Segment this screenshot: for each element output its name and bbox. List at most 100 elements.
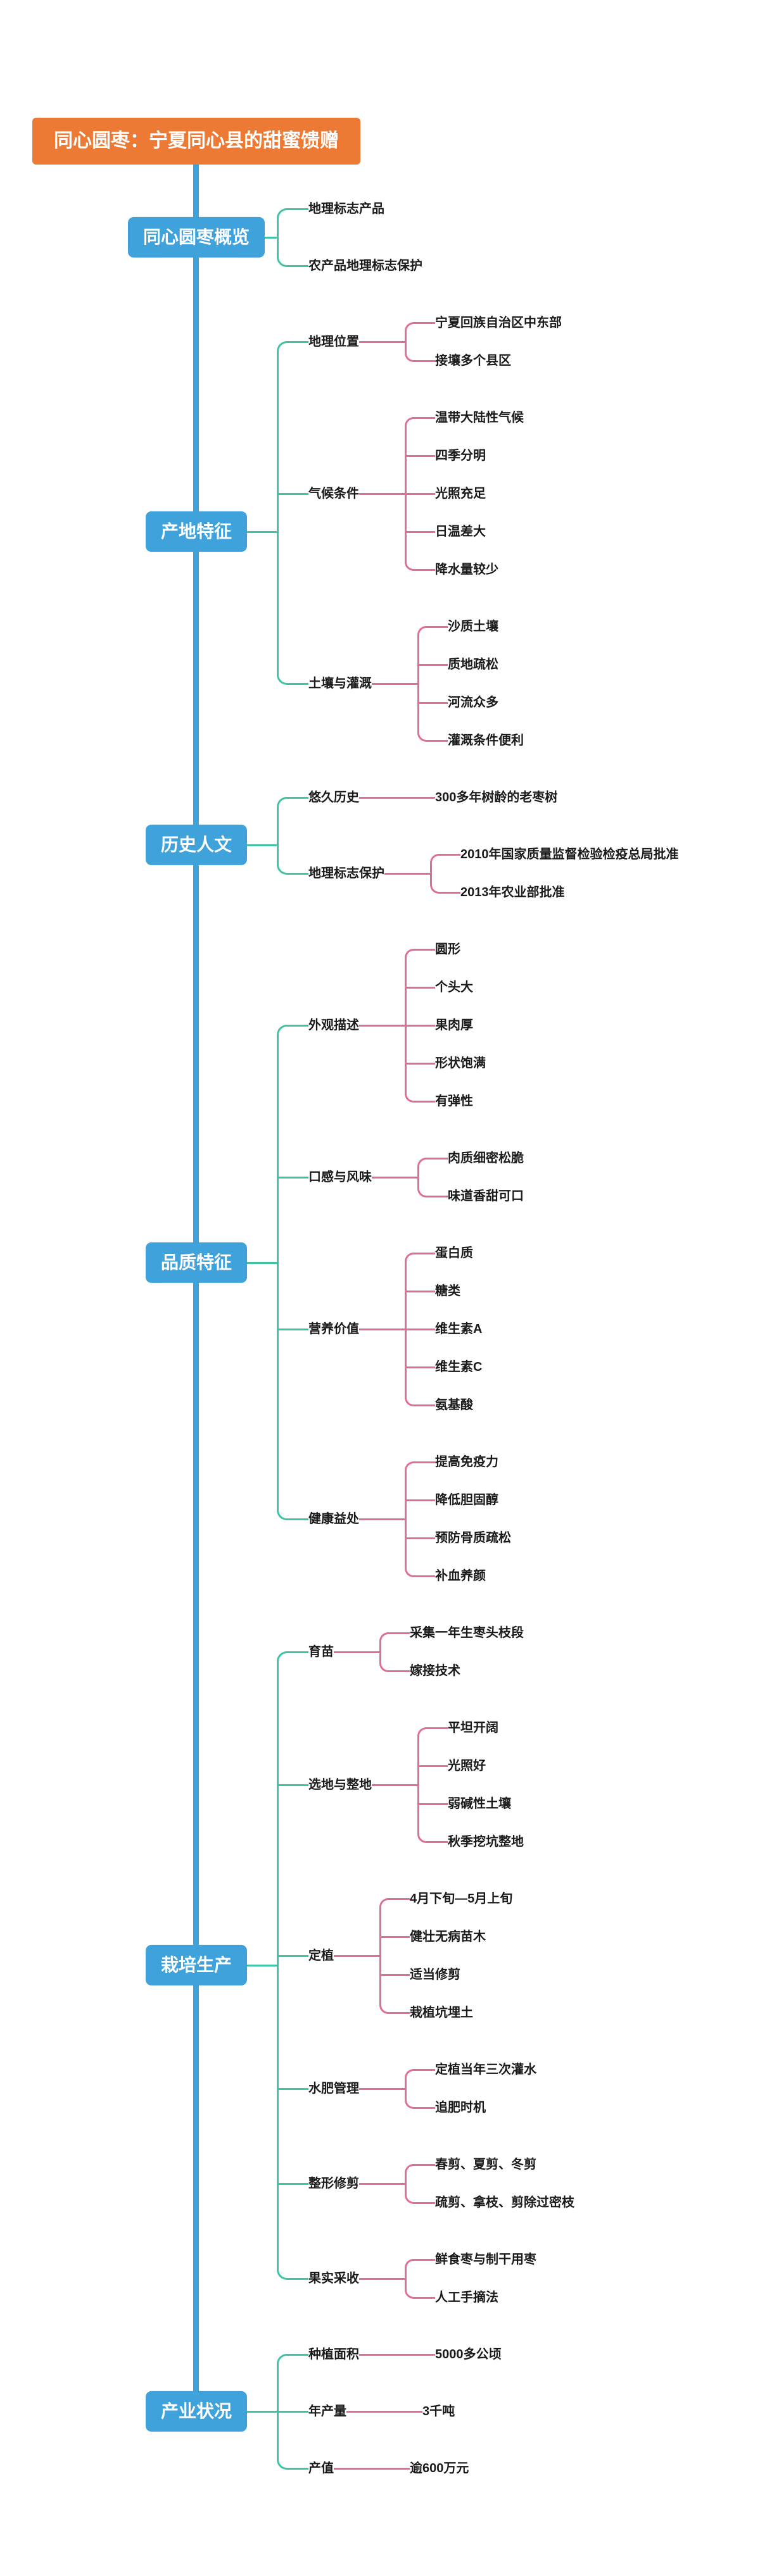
leaf-node[interactable]: 个头大 [405, 968, 473, 1006]
topic-label[interactable]: 营养价值 [308, 1322, 359, 1336]
leaf-node[interactable]: 肉质细密松脆 [417, 1139, 524, 1177]
topic-label[interactable]: 农产品地理标志保护 [308, 259, 422, 273]
leaf-node[interactable]: 维生素A [405, 1310, 482, 1348]
leaf-label: 降低胆固醇 [435, 1493, 498, 1507]
leaves-group: 3千吨 [392, 2392, 455, 2430]
topic-water-fertilizer: 水肥管理 定植当年三次灌水 追肥时机 [277, 2031, 536, 2127]
leaf-node[interactable]: 4月下旬—5月上旬 [379, 1880, 512, 1918]
topics-group: 悠久历史 300多年树龄的老枣树 地理标志保护 2010年国家质量监督检验检疫总… [277, 778, 760, 911]
leaf-node[interactable]: 逾600万元 [379, 2449, 469, 2487]
leaf-node[interactable]: 弱碱性土壤 [417, 1785, 511, 1823]
topic-label[interactable]: 地理标志产品 [308, 202, 384, 216]
leaf-label: 平坦开阔 [448, 1721, 498, 1735]
topic-label[interactable]: 气候条件 [308, 487, 359, 501]
leaf-node[interactable]: 5000多公顷 [405, 2335, 502, 2373]
leaf-node[interactable]: 河流众多 [417, 684, 498, 722]
leaves-group: 提高免疫力 降低胆固醇 预防骨质疏松 补血养颜 [405, 1443, 511, 1595]
leaf-node[interactable]: 圆形 [405, 930, 460, 968]
leaf-node[interactable]: 日温差大 [405, 513, 486, 551]
topic-leaf-connector [359, 2182, 405, 2185]
leaf-node[interactable]: 300多年树龄的老枣树 [405, 778, 557, 816]
branch-node-industry[interactable]: 产业状况 [145, 2391, 248, 2432]
topic-label[interactable]: 口感与风味 [308, 1170, 372, 1184]
leaf-node[interactable]: 光照好 [417, 1747, 486, 1785]
leaf-label: 光照好 [448, 1759, 486, 1773]
leaf-label: 春剪、夏剪、冬剪 [435, 2158, 536, 2172]
topic-label[interactable]: 悠久历史 [308, 791, 359, 804]
leaf-node[interactable]: 蛋白质 [405, 1234, 473, 1272]
topic-label[interactable]: 年产量 [308, 2404, 346, 2418]
leaf-node[interactable]: 平坦开阔 [417, 1709, 498, 1747]
topic-label[interactable]: 整形修剪 [308, 2177, 359, 2191]
topic-label[interactable]: 水肥管理 [308, 2082, 359, 2096]
topic-label[interactable]: 育苗 [308, 1645, 334, 1659]
leaf-node[interactable]: 提高免疫力 [405, 1443, 498, 1481]
leaf-node[interactable]: 接壤多个县区 [405, 342, 511, 380]
topic-label[interactable]: 产值 [308, 2461, 334, 2475]
leaf-node[interactable]: 四季分明 [405, 437, 486, 475]
leaf-label: 鲜食枣与制干用枣 [435, 2253, 536, 2267]
topic-label[interactable]: 果实采收 [308, 2272, 359, 2285]
leaf-node[interactable]: 3千吨 [392, 2392, 455, 2430]
leaf-node[interactable]: 健壮无病苗木 [379, 1918, 486, 1956]
leaf-node[interactable]: 栽植坑埋土 [379, 1994, 473, 2032]
leaf-node[interactable]: 灌溉条件便利 [417, 722, 524, 760]
leaf-label: 灌溉条件便利 [448, 734, 524, 747]
leaf-node[interactable]: 适当修剪 [379, 1956, 460, 1994]
topic-label[interactable]: 地理标志保护 [308, 866, 384, 880]
leaf-node[interactable]: 鲜食枣与制干用枣 [405, 2241, 536, 2279]
leaf-node[interactable]: 果肉厚 [405, 1006, 473, 1044]
leaf-node[interactable]: 维生素C [405, 1348, 482, 1386]
topic-label[interactable]: 选地与整地 [308, 1778, 372, 1792]
leaf-node[interactable]: 降水量较少 [405, 551, 498, 589]
leaf-node[interactable]: 疏剪、拿枝、剪除过密枝 [405, 2184, 574, 2222]
leaf-node[interactable]: 追肥时机 [405, 2089, 486, 2127]
leaf-node[interactable]: 嫁接技术 [379, 1652, 460, 1690]
section-quality-features: 品质特征 外观描述 圆形 个头大 果肉厚 形状饱满 有弹性 口感与风味 [0, 930, 760, 1595]
leaf-node[interactable]: 味道香甜可口 [417, 1177, 524, 1215]
leaf-node[interactable]: 氨基酸 [405, 1386, 473, 1424]
leaf-node[interactable]: 光照充足 [405, 475, 486, 513]
leaf-node[interactable]: 降低胆固醇 [405, 1481, 498, 1519]
topic-leaf-connector [372, 1784, 417, 1786]
leaf-label: 氨基酸 [435, 1398, 473, 1412]
leaf-label: 肉质细密松脆 [448, 1151, 524, 1165]
leaf-node[interactable]: 预防骨质疏松 [405, 1519, 511, 1557]
leaf-label: 个头大 [435, 980, 473, 994]
branch-node-cultivation[interactable]: 栽培生产 [145, 1944, 248, 1986]
branch-connector-slot: 产业状况 [0, 2335, 277, 2487]
leaf-node[interactable]: 形状饱满 [405, 1044, 486, 1082]
leaf-label: 适当修剪 [410, 1968, 460, 1982]
topic-taste-flavor: 口感与风味 肉质细密松脆 味道香甜可口 [277, 1120, 524, 1215]
leaf-node[interactable]: 春剪、夏剪、冬剪 [405, 2146, 536, 2184]
leaf-label: 四季分明 [435, 449, 486, 463]
topic-label[interactable]: 定植 [308, 1949, 334, 1963]
branch-node-overview[interactable]: 同心圆枣概览 [127, 216, 265, 258]
topic-label[interactable]: 种植面积 [308, 2348, 359, 2361]
leaf-node[interactable]: 宁夏回族自治区中东部 [405, 304, 562, 342]
leaf-node[interactable]: 糖类 [405, 1272, 460, 1310]
branch-node-history[interactable]: 历史人文 [145, 824, 248, 866]
leaf-node[interactable]: 人工手摘法 [405, 2279, 498, 2317]
leaf-node[interactable]: 沙质土壤 [417, 608, 498, 646]
leaf-node[interactable]: 定植当年三次灌水 [405, 2051, 536, 2089]
leaves-group: 5000多公顷 [405, 2335, 502, 2373]
leaf-node[interactable]: 补血养颜 [405, 1557, 486, 1595]
topic-label[interactable]: 健康益处 [308, 1512, 359, 1526]
leaf-node[interactable]: 采集一年生枣头枝段 [379, 1614, 524, 1652]
leaf-node[interactable]: 温带大陆性气候 [405, 399, 524, 437]
branch-node-quality[interactable]: 品质特征 [145, 1242, 248, 1284]
leaf-node[interactable]: 质地疏松 [417, 646, 498, 684]
leaf-node[interactable]: 2010年国家质量监督检验检疫总局批准 [430, 835, 679, 873]
topic-label[interactable]: 外观描述 [308, 1018, 359, 1032]
topics-group: 地理位置 宁夏回族自治区中东部 接壤多个县区 气候条件 温带大陆性气候 四季分明… [277, 304, 760, 760]
root-node[interactable]: 同心圆枣：宁夏同心县的甜蜜馈赠 [32, 118, 360, 165]
branch-node-origin[interactable]: 产地特征 [145, 511, 248, 553]
leaf-node[interactable]: 有弹性 [405, 1082, 473, 1120]
leaves-group: 定植当年三次灌水 追肥时机 [405, 2051, 536, 2127]
topic-label[interactable]: 地理位置 [308, 335, 359, 349]
topic-label[interactable]: 土壤与灌溉 [308, 677, 372, 691]
leaf-node[interactable]: 2013年农业部批准 [430, 873, 565, 911]
leaf-node[interactable]: 秋季挖坑整地 [417, 1823, 524, 1861]
leaf-label: 逾600万元 [410, 2461, 469, 2475]
